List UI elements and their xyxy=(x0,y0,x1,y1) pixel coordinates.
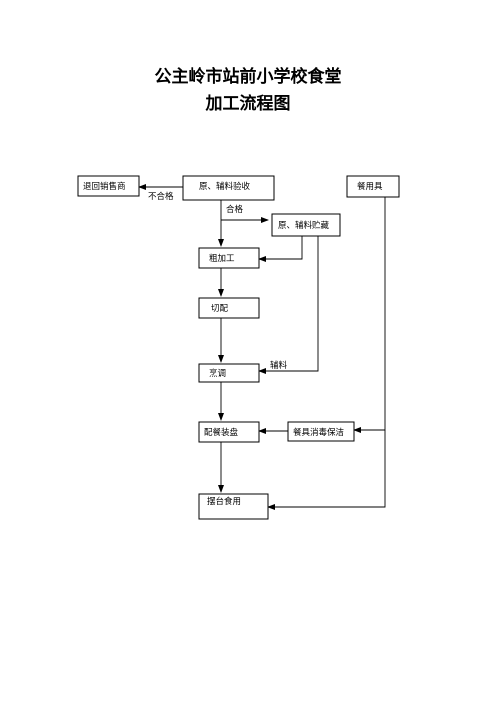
node-plating: 配餐装盘 xyxy=(198,421,260,443)
node-cutting-label: 切配 xyxy=(211,304,229,314)
edge-label-unqualified: 不合格 xyxy=(148,191,174,202)
connectors xyxy=(138,184,386,510)
node-storage-label: 原、辅料贮藏 xyxy=(278,220,330,231)
diagram-title-line1: 公主岭市站前小学校食堂 xyxy=(154,67,342,87)
edge-tableware-to-disinfection xyxy=(353,197,386,433)
diagram-title-line2: 加工流程图 xyxy=(205,94,291,114)
node-return-supplier: 退回销售商 xyxy=(77,175,140,197)
node-rough-processing-label: 粗加工 xyxy=(209,253,235,264)
node-cutting: 切配 xyxy=(198,297,260,319)
node-serving: 摆台食用 xyxy=(198,493,269,520)
node-plating-label: 配餐装盘 xyxy=(204,427,239,438)
node-return-supplier-label: 退回销售商 xyxy=(83,181,126,192)
node-tableware-label: 餐用具 xyxy=(357,182,383,192)
node-serving-label: 摆台食用 xyxy=(207,496,241,507)
node-disinfection-label: 餐具消毒保洁 xyxy=(293,427,345,438)
node-inspection: 原、辅料验收 xyxy=(182,175,275,201)
node-tableware: 餐用具 xyxy=(346,175,400,198)
edge-label-auxiliary: 辅料 xyxy=(270,360,288,371)
node-rough-processing: 粗加工 xyxy=(198,247,260,269)
node-disinfection: 餐具消毒保洁 xyxy=(287,421,355,442)
edge-storage-to-rough xyxy=(258,236,303,262)
node-cooking-label: 烹调 xyxy=(209,368,226,379)
edge-storage-to-cooking xyxy=(258,236,319,374)
node-inspection-label: 原、辅料验收 xyxy=(199,181,251,192)
edge-tableware-to-serving xyxy=(267,430,386,510)
edge-label-qualified: 合格 xyxy=(226,204,244,215)
node-cooking: 烹调 xyxy=(198,363,260,383)
node-storage: 原、辅料贮藏 xyxy=(271,213,341,237)
